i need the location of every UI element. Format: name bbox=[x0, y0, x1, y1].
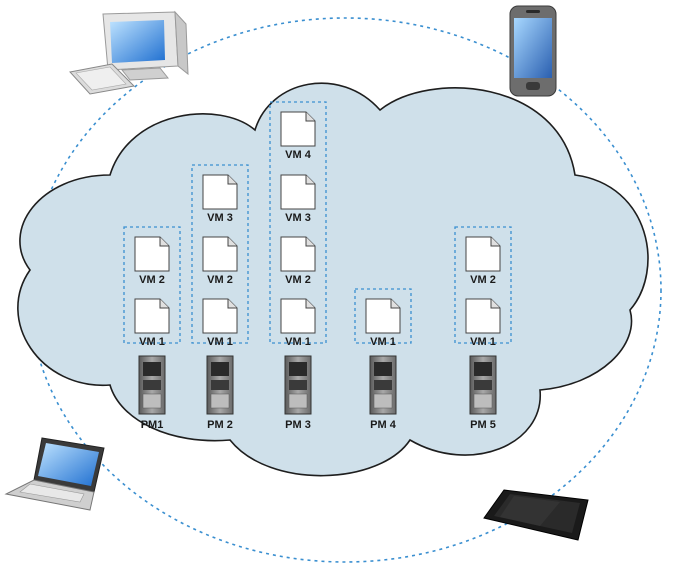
vm-label: VM 2 bbox=[285, 274, 311, 286]
vm-label: VM 2 bbox=[470, 274, 496, 286]
vm-label: VM 2 bbox=[207, 274, 233, 286]
vm-label: VM 3 bbox=[285, 212, 311, 224]
server-panel bbox=[142, 393, 162, 409]
document-fold bbox=[490, 299, 500, 309]
vm-group-box bbox=[454, 226, 512, 344]
server-bay bbox=[374, 380, 392, 390]
server-panel bbox=[373, 393, 393, 409]
physical-machine-4: VM 1 PM 4 bbox=[354, 288, 412, 431]
vm-label: VM 1 bbox=[370, 336, 396, 348]
virtual-machine: VM 3 bbox=[202, 174, 238, 224]
server-bay bbox=[143, 380, 161, 390]
virtual-machine: VM 2 bbox=[134, 236, 170, 286]
document-fold bbox=[227, 237, 237, 247]
document-fold bbox=[305, 175, 315, 185]
vm-label: VM 2 bbox=[139, 274, 165, 286]
server-icon bbox=[206, 355, 234, 415]
server-icon bbox=[469, 355, 497, 415]
vm-label: VM 3 bbox=[207, 212, 233, 224]
server-icon bbox=[369, 355, 397, 415]
pm-label: PM 3 bbox=[285, 419, 311, 431]
document-fold bbox=[227, 175, 237, 185]
physical-machine-3: VM 4 VM 3 VM 2 VM 1 PM 3 bbox=[269, 101, 327, 431]
document-fold bbox=[159, 299, 169, 309]
desktop-computer-icon bbox=[69, 10, 189, 95]
vm-label: VM 1 bbox=[285, 336, 311, 348]
vm-label: VM 1 bbox=[207, 336, 233, 348]
vm-label: VM 4 bbox=[285, 149, 312, 161]
server-icon bbox=[138, 355, 166, 415]
virtual-machine: VM 4 bbox=[280, 111, 316, 161]
physical-machine-5: VM 2 VM 1 PM 5 bbox=[454, 226, 512, 431]
server-bay bbox=[211, 380, 229, 390]
server-panel bbox=[210, 393, 230, 409]
document-fold bbox=[490, 237, 500, 247]
physical-machine-2: VM 3 VM 2 VM 1 PM 2 bbox=[191, 164, 249, 431]
virtual-machine: VM 1 bbox=[134, 298, 170, 348]
virtual-machine: VM 2 bbox=[280, 236, 316, 286]
vm-group-box bbox=[191, 164, 249, 344]
pm-label: PM1 bbox=[141, 419, 164, 431]
server-panel bbox=[473, 393, 493, 409]
document-fold bbox=[305, 112, 315, 122]
virtual-machine: VM 1 bbox=[202, 298, 238, 348]
pm-label: PM 5 bbox=[470, 419, 496, 431]
virtual-machine: VM 1 bbox=[465, 298, 501, 348]
server-panel bbox=[288, 393, 308, 409]
pm-label: PM 4 bbox=[370, 419, 397, 431]
vm-label: VM 1 bbox=[139, 336, 165, 348]
document-fold bbox=[390, 299, 400, 309]
server-icon bbox=[284, 355, 312, 415]
vm-group-box bbox=[354, 288, 412, 344]
document-fold bbox=[305, 237, 315, 247]
smartphone-icon bbox=[509, 5, 557, 97]
server-bay bbox=[374, 362, 392, 376]
vm-group-box bbox=[123, 226, 181, 344]
vm-group-box bbox=[269, 101, 327, 344]
pm-label: PM 2 bbox=[207, 419, 233, 431]
vm-label: VM 1 bbox=[470, 336, 496, 348]
server-bay bbox=[474, 380, 492, 390]
virtual-machine: VM 2 bbox=[202, 236, 238, 286]
cloud-shape bbox=[17, 82, 649, 477]
document-fold bbox=[227, 299, 237, 309]
physical-machine-1: VM 2 VM 1 PM1 bbox=[123, 226, 181, 431]
tablet-icon bbox=[483, 489, 589, 541]
server-bay bbox=[143, 362, 161, 376]
laptop-icon bbox=[4, 437, 105, 511]
server-bay bbox=[289, 380, 307, 390]
virtual-machine: VM 3 bbox=[280, 174, 316, 224]
document-fold bbox=[159, 237, 169, 247]
virtual-machine: VM 2 bbox=[465, 236, 501, 286]
virtual-machine: VM 1 bbox=[365, 298, 401, 348]
virtual-machine: VM 1 bbox=[280, 298, 316, 348]
server-bay bbox=[289, 362, 307, 376]
document-fold bbox=[305, 299, 315, 309]
server-bay bbox=[211, 362, 229, 376]
server-bay bbox=[474, 362, 492, 376]
